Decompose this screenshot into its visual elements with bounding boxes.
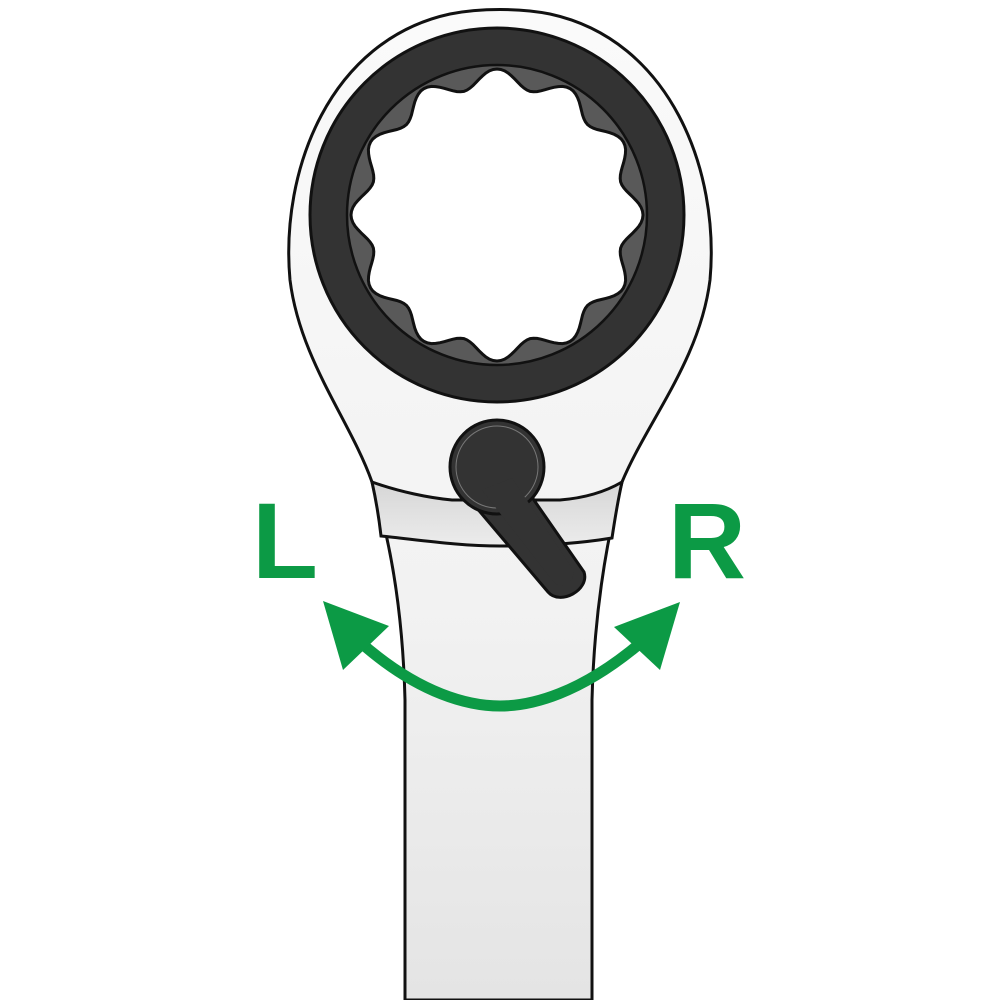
label-right-direction: R [668, 480, 746, 601]
twelve-point-opening [349, 67, 645, 363]
lever-pivot [448, 418, 546, 516]
lever-arm-overlay [482, 478, 574, 586]
direction-arrow [323, 601, 680, 712]
arrow-head-left-icon [323, 601, 389, 670]
arrow-head-right-icon [614, 602, 680, 670]
label-left-direction: L [252, 480, 318, 601]
arrow-arc [356, 635, 648, 712]
reversing-lever[interactable] [448, 418, 587, 599]
